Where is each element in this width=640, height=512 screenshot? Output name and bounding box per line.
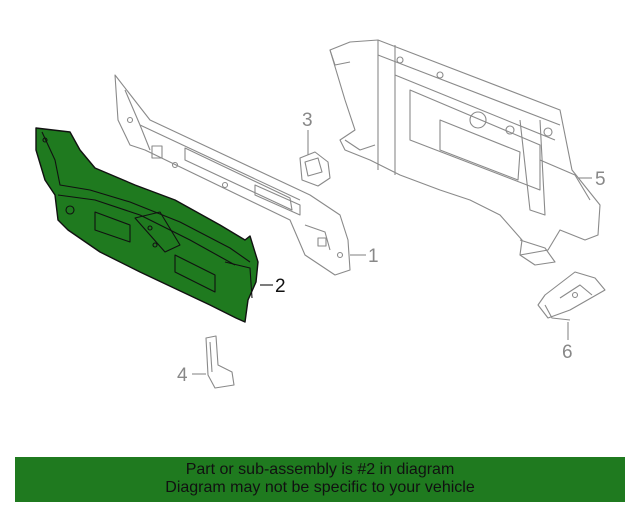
part-1-upper-member[interactable] [114, 74, 351, 276]
callout-2[interactable]: 2 [275, 276, 286, 297]
callout-6[interactable]: 6 [562, 342, 573, 363]
part-5-radiator-support[interactable] [329, 39, 601, 266]
part-2-panel-highlighted[interactable] [35, 127, 259, 323]
callout-4[interactable]: 4 [177, 365, 188, 386]
part-6-mount-bracket[interactable] [537, 271, 606, 321]
callout-5[interactable]: 5 [595, 169, 606, 190]
callout-3[interactable]: 3 [302, 110, 313, 131]
part-2-body [35, 127, 259, 323]
info-banner: Part or sub-assembly is #2 in diagram Di… [15, 457, 625, 502]
leader-lines [192, 130, 592, 375]
parts-diagram: 1 2 3 4 5 6 [35, 39, 606, 389]
banner-line-2: Diagram may not be specific to your vehi… [165, 479, 475, 496]
banner-line-1: Part or sub-assembly is #2 in diagram [185, 461, 455, 478]
part-4-bracket[interactable] [205, 335, 235, 389]
callout-1[interactable]: 1 [368, 246, 379, 267]
part-3-bracket[interactable] [299, 151, 331, 187]
